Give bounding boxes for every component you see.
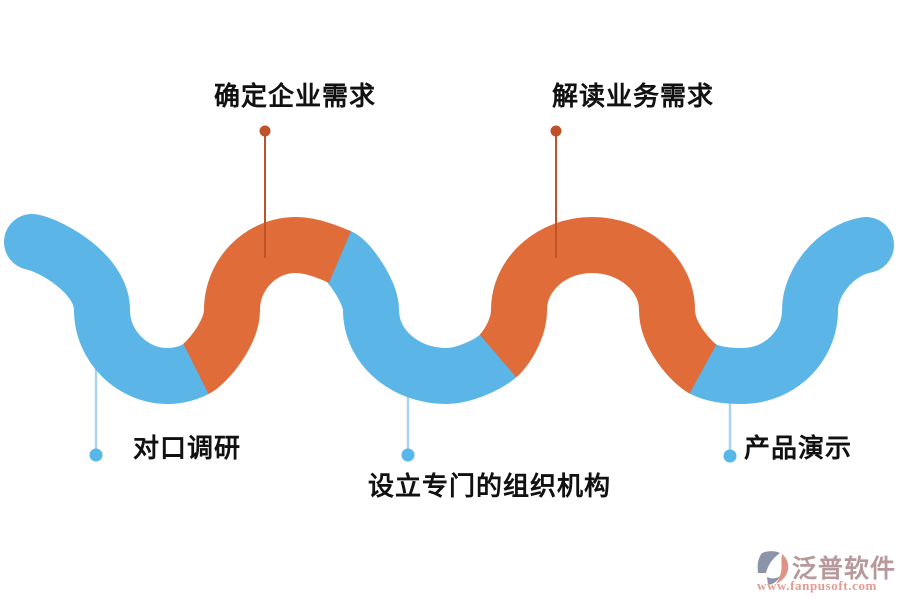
step-2-connector-dot bbox=[259, 125, 271, 137]
brand-watermark: 泛普软件 www.fanpusoft.com bbox=[754, 549, 900, 595]
step-1-connector-dot bbox=[89, 448, 103, 462]
brand-name: 泛普软件 bbox=[792, 555, 897, 583]
wave-segment-orange-2 bbox=[478, 216, 719, 394]
step-label-duikou-diaoyan: 对口调研 bbox=[133, 433, 242, 463]
step-label-sheli-zuzhi-jigou: 设立专门的组织机构 bbox=[368, 471, 612, 501]
step-4-connector-dot bbox=[550, 125, 562, 137]
wave-segment-orange-1 bbox=[180, 216, 352, 395]
fanpu-logo-icon bbox=[757, 551, 789, 585]
fanpu-logo-gray-swoosh bbox=[767, 576, 780, 585]
step-label-jiedu-yewu-xuqiu: 解读业务需求 bbox=[552, 81, 715, 111]
step-label-chanpin-yanshi: 产品演示 bbox=[744, 433, 853, 463]
step-3-connector-dot bbox=[401, 448, 415, 462]
step-label-queding-qiye-xuqiu: 确定企业需求 bbox=[214, 81, 377, 111]
wave-segment-blue-1 bbox=[4, 214, 224, 405]
wave-segment-blue-2 bbox=[312, 229, 526, 405]
wave-segment-blue-3 bbox=[675, 217, 894, 405]
fanpu-logo-salmon-crescent bbox=[776, 554, 789, 584]
step-5-connector-dot bbox=[723, 449, 737, 463]
brand-url: www.fanpusoft.com bbox=[757, 578, 877, 593]
fanpu-logo-gray-wedge bbox=[757, 551, 780, 573]
